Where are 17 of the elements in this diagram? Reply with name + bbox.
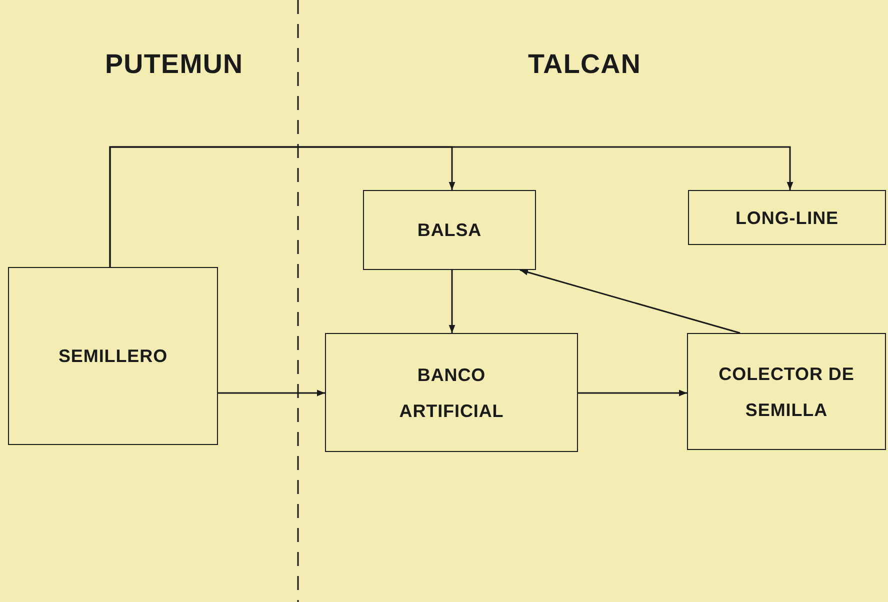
arrow	[218, 390, 325, 396]
arrow	[578, 390, 687, 396]
process-box	[8, 267, 218, 445]
arrow	[520, 269, 740, 334]
region-label: TALCAN	[528, 48, 642, 81]
box-label: SEMILLERO	[58, 345, 168, 368]
region-label: PUTEMUN	[105, 48, 244, 81]
box-label: COLECTOR DE SEMILLA	[718, 362, 856, 422]
box-label: BANCO ARTIFICIAL	[398, 364, 505, 422]
arrow	[109, 146, 794, 267]
box-label: LONG-LINE	[735, 206, 839, 230]
process-box	[687, 333, 886, 450]
box-label: BALSA	[417, 219, 482, 242]
process-box	[688, 190, 886, 245]
arrow	[448, 270, 456, 333]
process-box	[363, 190, 536, 270]
process-box	[325, 333, 578, 452]
